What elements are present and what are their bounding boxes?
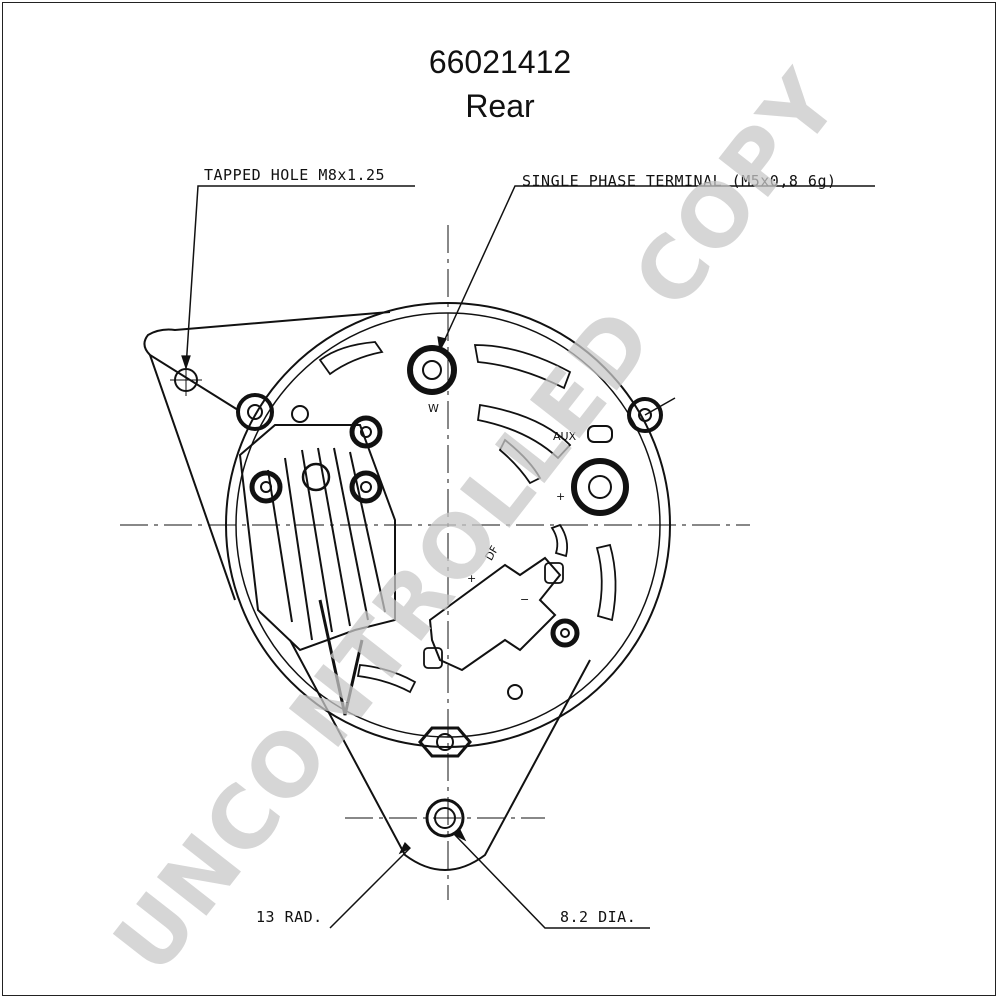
w-marking: W xyxy=(428,402,439,415)
housing-inner xyxy=(235,312,661,738)
through-bolt-bottom xyxy=(418,726,472,758)
terminal-w xyxy=(407,345,457,395)
regulator-screw-3 xyxy=(349,470,383,504)
brush-foot xyxy=(423,647,443,669)
regulator-screw-1 xyxy=(349,415,383,449)
vent-slots xyxy=(318,341,617,694)
small-hole-2 xyxy=(507,684,523,700)
minus-marking: − xyxy=(520,593,529,606)
plus-marking: + xyxy=(556,490,565,503)
diameter-label: 8.2 DIA. xyxy=(560,908,636,926)
regulator-screw-2 xyxy=(249,470,283,504)
lug-lower-edge xyxy=(149,354,236,601)
aux-terminal xyxy=(587,425,613,443)
field-marking: DF xyxy=(483,544,502,563)
radius-label: 13 RAD. xyxy=(256,908,323,926)
small-hole-1 xyxy=(291,405,309,423)
tapped-hole-label: TAPPED HOLE M8x1.25 xyxy=(204,166,385,184)
stud-top-left xyxy=(236,393,274,431)
stud-top-right xyxy=(627,397,663,433)
mounting-ear-bottom xyxy=(289,639,591,871)
title-block: 66021412 Rear xyxy=(0,40,1000,128)
brush-screw xyxy=(550,618,580,648)
mounting-lug-top-left xyxy=(143,311,391,411)
uncontrolled-copy-watermark: UNCONTROLLED COPY xyxy=(95,53,859,992)
leader-lines xyxy=(185,185,875,929)
brush-connector xyxy=(544,562,564,584)
regulator-boss xyxy=(301,462,331,492)
single-phase-terminal-label: SINGLE PHASE TERMINAL (M5x0,8 6g) xyxy=(522,172,837,190)
part-number: 66021412 xyxy=(428,44,572,80)
regulator-lead xyxy=(318,599,364,716)
mounting-hole-bottom xyxy=(425,798,465,838)
aux-marking: AUX xyxy=(553,430,577,443)
housing-outer xyxy=(225,302,671,748)
terminal-positive xyxy=(571,458,629,516)
brush-box xyxy=(428,556,562,672)
view-label: Rear xyxy=(465,88,535,124)
plus-small-marking: + xyxy=(467,572,476,585)
fasteners xyxy=(170,345,663,838)
